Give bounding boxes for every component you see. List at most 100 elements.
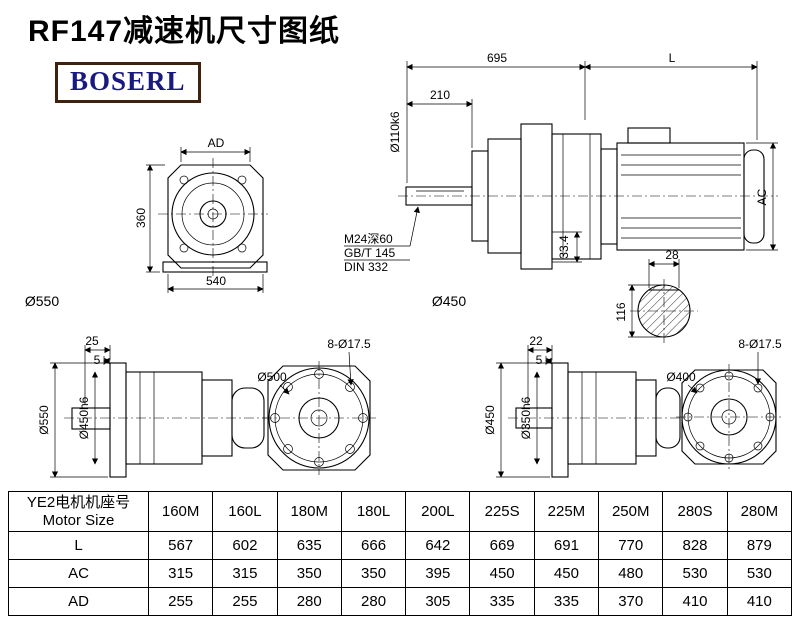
- dim-28-text: 28: [665, 248, 679, 262]
- dim-360: 360: [134, 164, 165, 273]
- col-header: 280M: [726, 491, 793, 532]
- header-line2: Motor Size: [42, 512, 115, 529]
- dim-360-text: 360: [134, 208, 148, 228]
- side-view: 695 L 210 Ø110k6 M24深60 GB/T 145 DIN: [344, 51, 778, 343]
- dim-540: 540: [167, 274, 264, 293]
- dim-5-right: 5: [536, 353, 553, 367]
- dim-d500: Ø500: [257, 370, 290, 395]
- dim-540-text: 540: [206, 274, 226, 288]
- col-header: 280S: [662, 491, 728, 532]
- dim-d450h6-text: Ø450h6: [77, 396, 91, 439]
- logo-text: BOSERL: [70, 66, 186, 96]
- col-header: 180L: [340, 491, 407, 532]
- dim-d550-left: Ø550: [37, 362, 108, 478]
- dim-33-4-text: 33.4: [557, 235, 571, 259]
- table-cell: 255: [212, 587, 278, 616]
- front-view: AD 360 540: [134, 136, 268, 293]
- col-header: 225M: [533, 491, 600, 532]
- table-cell: 635: [276, 531, 342, 560]
- dim-5-left-text: 5: [94, 353, 101, 367]
- dim-d450h6: Ø450h6: [77, 371, 99, 465]
- table-cell: 350: [276, 559, 342, 588]
- dim-5-right-text: 5: [536, 353, 543, 367]
- table-cell: 395: [405, 559, 471, 588]
- table-cell: 335: [533, 587, 600, 616]
- label-d450: Ø450: [432, 293, 466, 309]
- table-cell: 530: [726, 559, 793, 588]
- dim-116: 116: [614, 284, 662, 338]
- table-row-L: L 567 602 635 666 642 669 691 770 828 87…: [8, 531, 793, 560]
- table-cell: 770: [598, 531, 664, 560]
- dim-d350h6: Ø350h6: [519, 371, 541, 465]
- dim-bolts-left: 8-Ø17.5: [327, 337, 371, 386]
- table-cell: 530: [662, 559, 728, 588]
- dim-22: 22: [527, 334, 553, 404]
- col-header: 180M: [276, 491, 342, 532]
- shaft-section: [630, 279, 698, 343]
- dim-L-text: L: [669, 51, 676, 65]
- dim-210: 210: [406, 88, 473, 148]
- dim-ad-text: AD: [208, 136, 225, 150]
- table-cell: 450: [533, 559, 600, 588]
- dim-shaft-text: Ø110k6: [388, 111, 402, 152]
- flange-view-right: 22 5 Ø450 Ø350h6: [483, 334, 782, 478]
- table-cell: 315: [212, 559, 278, 588]
- dim-210-text: 210: [430, 88, 450, 102]
- table-cell: 410: [662, 587, 728, 616]
- note-m24-text: M24深60: [344, 232, 393, 246]
- dim-d550-left-text: Ø550: [37, 405, 51, 435]
- table-cell: 410: [726, 587, 793, 616]
- page-title: RF147减速机尺寸图纸: [28, 15, 341, 48]
- table-cell: 691: [533, 531, 600, 560]
- dim-L: L: [584, 51, 758, 140]
- table-cell: 450: [469, 559, 535, 588]
- dim-d350h6-text: Ø350h6: [519, 396, 533, 439]
- dim-ad: AD: [180, 136, 251, 162]
- table-cell: 666: [340, 531, 407, 560]
- col-header: 160M: [147, 491, 214, 532]
- label-d550: Ø550: [25, 293, 59, 309]
- dim-d400: Ø400: [666, 370, 698, 394]
- col-header: 250M: [598, 491, 664, 532]
- dim-116-text: 116: [614, 302, 628, 321]
- thread-notes: M24深60 GB/T 145 DIN 332: [344, 206, 420, 274]
- dim-33-4: 33.4: [552, 231, 582, 263]
- dim-28: 28: [648, 248, 680, 288]
- table-cell: 480: [598, 559, 664, 588]
- dim-695-text: 695: [487, 51, 507, 65]
- col-header: 225S: [469, 491, 535, 532]
- boserl-logo: BOSERL: [55, 62, 201, 103]
- note-gbt-text: GB/T 145: [344, 246, 395, 260]
- table-cell: 642: [405, 531, 471, 560]
- dim-695: 695: [406, 51, 586, 183]
- table-cell: 305: [405, 587, 471, 616]
- col-header: 160L: [212, 491, 278, 532]
- dim-25: 25: [84, 334, 111, 404]
- table-cell: 350: [340, 559, 407, 588]
- dim-5-left: 5: [94, 353, 111, 367]
- technical-drawing: AD 360 540 Ø550 Ø450: [25, 51, 782, 478]
- dim-d400-text: Ø400: [666, 370, 696, 384]
- table-row-AD: AD 255 255 280 280 305 335 335 370 410 4…: [8, 587, 793, 616]
- table-cell: 370: [598, 587, 664, 616]
- row-label: AC: [8, 559, 149, 588]
- table-cell: 602: [212, 531, 278, 560]
- table-cell: 335: [469, 587, 535, 616]
- table-cell: 280: [340, 587, 407, 616]
- table-cell: 315: [147, 559, 214, 588]
- table-cell: 879: [726, 531, 793, 560]
- dim-ac: AC: [746, 142, 778, 251]
- table-cell: 280: [276, 587, 342, 616]
- flange-view-left: 25 5 Ø550 Ø450h6: [37, 334, 376, 478]
- dim-d450-right-text: Ø450: [483, 405, 497, 435]
- row-label: L: [8, 531, 149, 560]
- dim-bolts-right: 8-Ø17.5: [738, 337, 782, 385]
- row-label: AD: [8, 587, 149, 616]
- header-motor-size-cell: YE2电机机座号 Motor Size: [8, 491, 149, 532]
- col-header: 200L: [405, 491, 471, 532]
- dim-ac-text: AC: [755, 188, 769, 205]
- note-din-text: DIN 332: [344, 260, 388, 274]
- dim-bolts-left-text: 8-Ø17.5: [327, 337, 371, 351]
- dim-d450-right: Ø450: [483, 362, 550, 478]
